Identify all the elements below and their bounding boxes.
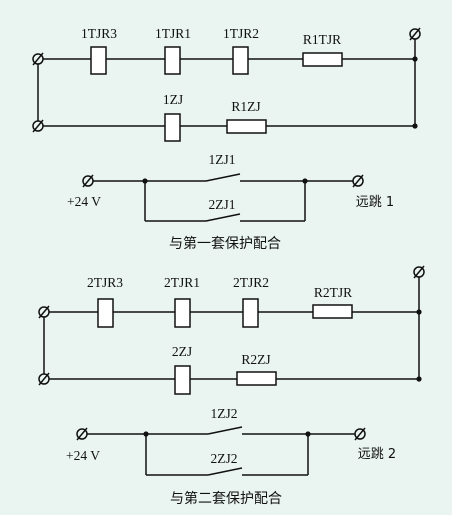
- junction-dot: [412, 123, 418, 129]
- relay-coil-zj: [174, 365, 191, 395]
- junction-dot: [305, 431, 311, 437]
- terminal-slash: [32, 119, 44, 133]
- terminal-slash: [409, 27, 421, 41]
- label-1tjr2: 1TJR2: [223, 26, 259, 41]
- terminal-slash: [76, 427, 88, 441]
- terminal-slash: [32, 52, 44, 66]
- contact-blade: [205, 213, 241, 222]
- label-source: +24 V: [66, 448, 100, 463]
- label-target: 远跳 2: [358, 447, 396, 462]
- terminal-slash: [354, 427, 366, 441]
- label-1zj1: 1ZJ1: [209, 152, 236, 167]
- resistor-bottom: [226, 119, 267, 134]
- figure2-caption: 与第二套保护配合: [170, 490, 282, 507]
- junction-dot: [416, 309, 422, 315]
- terminal-slash: [82, 174, 94, 188]
- figure1-circuit: [32, 27, 421, 142]
- label-1zj: 1ZJ: [163, 92, 183, 107]
- junction-dot: [142, 178, 148, 184]
- figure2-circuit: [38, 265, 425, 395]
- figure1-labels: 1TJR3 1TJR1 1TJR2 R1TJR 1ZJ R1ZJ +24 V 1…: [67, 26, 394, 252]
- figure1-caption: 与第一套保护配合: [169, 235, 281, 252]
- terminal-slash: [413, 265, 425, 279]
- label-2tjr1: 2TJR1: [164, 275, 200, 290]
- relay-coil-tjr1: [164, 46, 181, 75]
- label-2zj2: 2ZJ2: [211, 451, 238, 466]
- relay-coil-tjr3: [97, 298, 114, 328]
- label-r1zj: R1ZJ: [231, 99, 260, 114]
- label-2zj1: 2ZJ1: [209, 197, 236, 212]
- label-1tjr1: 1TJR1: [155, 26, 191, 41]
- resistor-top: [302, 52, 343, 67]
- relay-coil-tjr2: [232, 46, 249, 75]
- junction-dot: [412, 56, 418, 62]
- relay-coil-tjr2: [242, 298, 259, 328]
- contact-blade: [207, 467, 243, 476]
- figure2-output: [76, 426, 366, 476]
- label-r2zj: R2ZJ: [241, 352, 270, 367]
- contact-blade: [205, 173, 241, 182]
- label-1zj2: 1ZJ2: [211, 406, 238, 421]
- terminal-slash: [38, 305, 50, 319]
- label-r1tjr: R1TJR: [303, 32, 341, 47]
- contact-blade: [207, 426, 243, 435]
- relay-coil-tjr3: [90, 46, 107, 75]
- junction-dot: [416, 376, 422, 382]
- label-2tjr3: 2TJR3: [87, 275, 123, 290]
- resistor-top: [312, 304, 353, 319]
- resistor-bottom: [236, 371, 277, 386]
- label-target: 远跳 1: [356, 195, 394, 210]
- label-r2tjr: R2TJR: [314, 285, 352, 300]
- terminal-slash: [352, 174, 364, 188]
- label-2zj: 2ZJ: [172, 344, 192, 359]
- figure2-labels: 2TJR3 2TJR1 2TJR2 R2TJR 2ZJ R2ZJ +24 V 1…: [66, 275, 396, 507]
- terminal-slash: [38, 372, 50, 386]
- junction-dot: [302, 178, 308, 184]
- figure1-output: [82, 173, 364, 222]
- relay-coil-zj: [164, 113, 181, 142]
- label-1tjr3: 1TJR3: [81, 26, 117, 41]
- junction-dot: [143, 431, 149, 437]
- label-2tjr2: 2TJR2: [233, 275, 269, 290]
- relay-coil-tjr1: [174, 298, 191, 328]
- label-source: +24 V: [67, 194, 101, 209]
